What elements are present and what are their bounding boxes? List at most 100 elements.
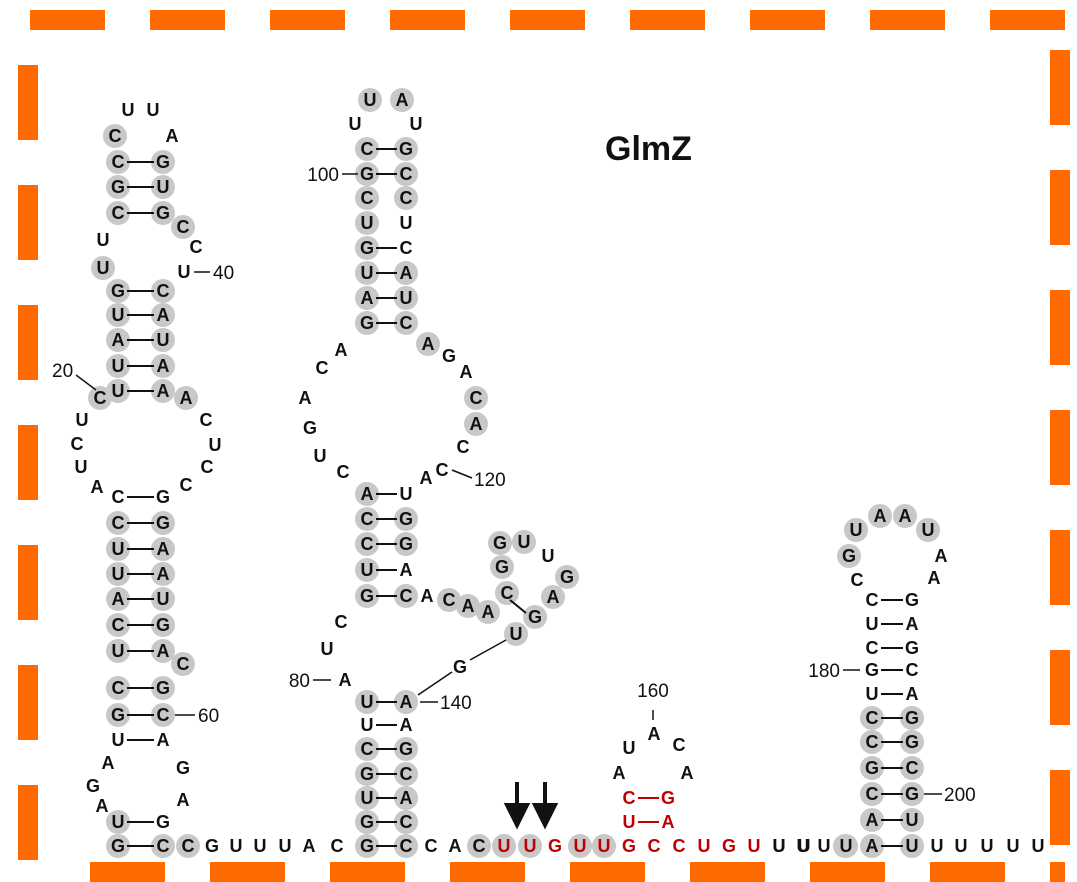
nucleotide-highlight bbox=[394, 311, 418, 335]
nucleotide-highlight bbox=[355, 211, 379, 235]
nucleotide: A bbox=[299, 388, 312, 408]
nucleotide: U bbox=[818, 836, 831, 856]
nucleotide: U bbox=[112, 305, 125, 325]
nucleotide: A bbox=[420, 468, 433, 488]
position-number: 40 bbox=[213, 263, 234, 284]
nucleotide-highlight bbox=[106, 201, 130, 225]
base-pair-bond bbox=[509, 599, 527, 614]
nucleotide: A bbox=[180, 388, 193, 408]
nucleotide: A bbox=[396, 90, 409, 110]
nucleotide: U bbox=[157, 177, 170, 197]
nucleotide: U bbox=[361, 560, 374, 580]
nucleotide: C bbox=[866, 638, 879, 658]
nucleotide: G bbox=[399, 534, 413, 554]
nucleotide: A bbox=[157, 539, 170, 559]
nucleotide: G bbox=[560, 567, 574, 587]
nucleotide: G bbox=[111, 281, 125, 301]
nucleotide-highlight bbox=[106, 279, 130, 303]
nucleotide-highlight bbox=[355, 834, 379, 858]
nucleotide: C bbox=[866, 784, 879, 804]
nucleotide: U bbox=[798, 836, 811, 856]
nucleotide: C bbox=[457, 437, 470, 457]
nucleotide: C bbox=[400, 238, 413, 258]
nucleotide-highlight bbox=[106, 613, 130, 637]
nucleotide-highlight bbox=[490, 555, 514, 579]
nucleotide-highlight bbox=[355, 810, 379, 834]
nucleotide-highlight bbox=[176, 834, 200, 858]
nucleotide: A bbox=[866, 836, 879, 856]
nucleotide-highlight bbox=[355, 236, 379, 260]
nucleotide: A bbox=[482, 602, 495, 622]
nucleotide-highlight bbox=[394, 186, 418, 210]
nucleotide-highlight bbox=[151, 379, 175, 403]
cleavage-arrow-right bbox=[531, 782, 559, 830]
nucleotide-highlight bbox=[151, 703, 175, 727]
nucleotide: C bbox=[400, 836, 413, 856]
nucleotide: G bbox=[399, 509, 413, 529]
position-number: 180 bbox=[808, 661, 840, 682]
nucleotide: U bbox=[147, 100, 160, 120]
nucleotide: C bbox=[400, 586, 413, 606]
nucleotide: A bbox=[421, 586, 434, 606]
nucleotide: U bbox=[321, 639, 334, 659]
nucleotide-highlight bbox=[358, 88, 382, 112]
nucleotide-highlight bbox=[355, 186, 379, 210]
nucleotide: C bbox=[473, 836, 486, 856]
nucleotide: C bbox=[361, 188, 374, 208]
nucleotide-highlight bbox=[394, 786, 418, 810]
nucleotide-highlight bbox=[355, 482, 379, 506]
nucleotide: C bbox=[906, 758, 919, 778]
nucleotide: U bbox=[254, 836, 267, 856]
nucleotide: U bbox=[112, 730, 125, 750]
nucleotide: A bbox=[166, 126, 179, 146]
nucleotide-highlight bbox=[893, 504, 917, 528]
nucleotide-highlight bbox=[394, 737, 418, 761]
nucleotide-highlight bbox=[504, 622, 528, 646]
nucleotide: C bbox=[112, 487, 125, 507]
nucleotide-highlight bbox=[394, 261, 418, 285]
nucleotide-highlight bbox=[355, 137, 379, 161]
nucleotide-highlight bbox=[355, 558, 379, 582]
nucleotide-highlight bbox=[437, 588, 461, 612]
nucleotide: G bbox=[360, 764, 374, 784]
nucleotide: A bbox=[400, 560, 413, 580]
nucleotide: A bbox=[157, 730, 170, 750]
nucleotide-highlight bbox=[106, 834, 130, 858]
nucleotide: G bbox=[905, 590, 919, 610]
nucleotide: C bbox=[112, 678, 125, 698]
nucleotide-highlight bbox=[518, 834, 542, 858]
nucleotide-highlight bbox=[151, 354, 175, 378]
nucleotide: G bbox=[156, 203, 170, 223]
nucleotide: C bbox=[335, 612, 348, 632]
nucleotide: G bbox=[156, 513, 170, 533]
nucleotide: G bbox=[905, 708, 919, 728]
nucleotide: U bbox=[797, 836, 810, 856]
nucleotide: U bbox=[866, 614, 879, 634]
nucleotide-highlight bbox=[492, 834, 516, 858]
nucleotide: C bbox=[112, 513, 125, 533]
nucleotide: C bbox=[470, 388, 483, 408]
nucleotide: U bbox=[922, 520, 935, 540]
nucleotide: G bbox=[905, 784, 919, 804]
nucleotide-highlight bbox=[523, 605, 547, 629]
nucleotide: U bbox=[279, 836, 292, 856]
nucleotide-highlight bbox=[106, 587, 130, 611]
nucleotide: G bbox=[442, 346, 456, 366]
nucleotide: U bbox=[112, 539, 125, 559]
nucleotide-highlight bbox=[464, 412, 488, 436]
nucleotide: A bbox=[177, 790, 190, 810]
nucleotide-highlight bbox=[355, 162, 379, 186]
nucleotide: C bbox=[400, 812, 413, 832]
nucleotide-highlight bbox=[860, 808, 884, 832]
nucleotide: A bbox=[303, 836, 316, 856]
nucleotide: U bbox=[574, 836, 587, 856]
nucleotide-highlight bbox=[394, 762, 418, 786]
nucleotide-highlight bbox=[355, 261, 379, 285]
nucleotide: U bbox=[364, 90, 377, 110]
nucleotide: U bbox=[349, 114, 362, 134]
nucleotide: U bbox=[112, 381, 125, 401]
nucleotide-highlight bbox=[844, 518, 868, 542]
position-number: 100 bbox=[307, 165, 339, 186]
nucleotide-highlight bbox=[860, 834, 884, 858]
